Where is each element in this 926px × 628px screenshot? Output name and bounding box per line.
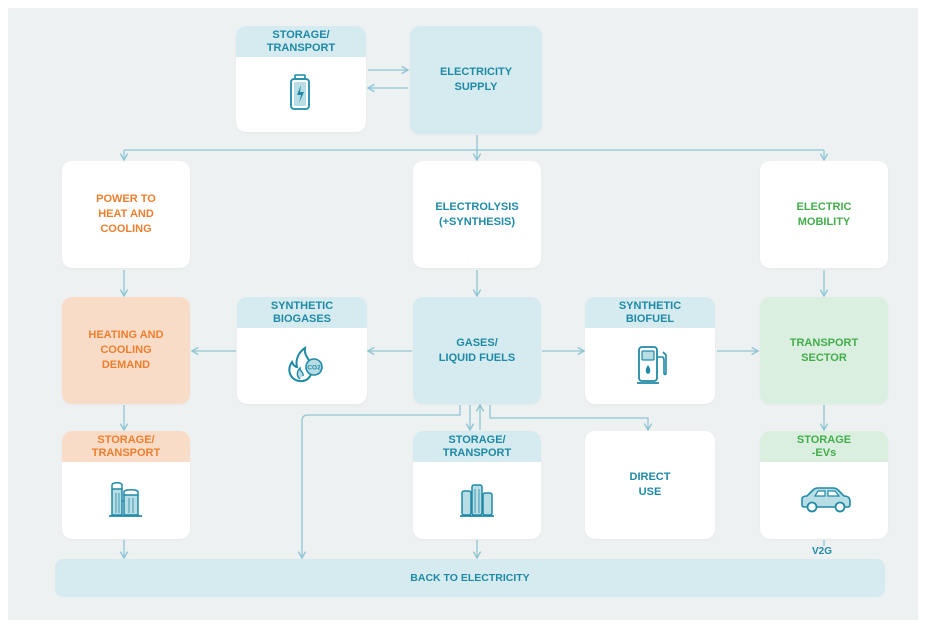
power-to-heat-label: POWER TO HEAT AND COOLING <box>96 193 156 235</box>
storage-tanks-icon <box>460 484 494 517</box>
synthetic-biofuel-box: SYNTHETIC BIOFUEL <box>585 297 715 404</box>
arrow-gases-to-back <box>297 405 461 560</box>
electrolysis-label: ELECTROLYSIS (+SYNTHESIS) <box>435 200 519 228</box>
transport-sector-box: TRANSPORT SECTOR <box>760 297 888 404</box>
synthetic-biogases-label: SYNTHETIC BIOGASES <box>237 297 367 328</box>
storage-evs-box: STORAGE -EVs <box>760 431 888 539</box>
storage-transport-mid-box: STORAGE/ TRANSPORT <box>413 431 541 539</box>
storage-transport-mid-label: STORAGE/ TRANSPORT <box>413 431 541 462</box>
v2g-label: V2G <box>812 546 833 557</box>
svg-text:CO2: CO2 <box>307 365 321 372</box>
direct-use-box: DIRECT USE <box>585 431 715 539</box>
synthetic-biogases-box: SYNTHETIC BIOGASES CO2 <box>237 297 367 404</box>
fuel-pump-icon <box>637 346 667 384</box>
electric-mobility-box: ELECTRIC MOBILITY <box>760 161 888 268</box>
heating-cooling-demand-box: HEATING AND COOLING DEMAND <box>62 297 190 404</box>
gases-liquid-fuels-label: GASES/ LIQUID FUELS <box>438 336 516 364</box>
flame-gas-icon: CO2 <box>288 345 323 383</box>
synthetic-biofuel-label: SYNTHETIC BIOFUEL <box>585 297 715 328</box>
heating-cooling-demand-label: HEATING AND COOLING DEMAND <box>88 329 164 371</box>
car-icon <box>801 487 851 513</box>
storage-evs-label: STORAGE -EVs <box>760 431 888 462</box>
storage-transport-top-label: STORAGE/ TRANSPORT <box>236 26 366 57</box>
electrolysis-box: ELECTROLYSIS (+SYNTHESIS) <box>413 161 541 268</box>
transport-sector-label: TRANSPORT SECTOR <box>789 336 859 364</box>
storage-transport-top-box: STORAGE/ TRANSPORT <box>236 26 366 132</box>
arrow-gases-to-direct-use <box>489 405 653 432</box>
gases-liquid-fuels-box: GASES/ LIQUID FUELS <box>413 297 541 404</box>
electricity-supply-box: ELECTRICITY SUPPLY <box>410 26 542 134</box>
power-to-heat-box: POWER TO HEAT AND COOLING <box>62 161 190 268</box>
back-to-electricity-bar: BACK TO ELECTRICITY <box>55 559 885 597</box>
electricity-supply-label: ELECTRICITY SUPPLY <box>439 66 513 93</box>
back-to-electricity-label: BACK TO ELECTRICITY <box>410 572 530 584</box>
direct-use-label: DIRECT USE <box>629 471 671 498</box>
storage-transport-left-box: STORAGE/ TRANSPORT <box>62 431 190 539</box>
storage-transport-left-label: STORAGE/ TRANSPORT <box>62 431 190 462</box>
electric-mobility-label: ELECTRIC MOBILITY <box>796 200 852 228</box>
industrial-tanks-icon <box>109 482 142 517</box>
battery-icon <box>290 74 310 110</box>
